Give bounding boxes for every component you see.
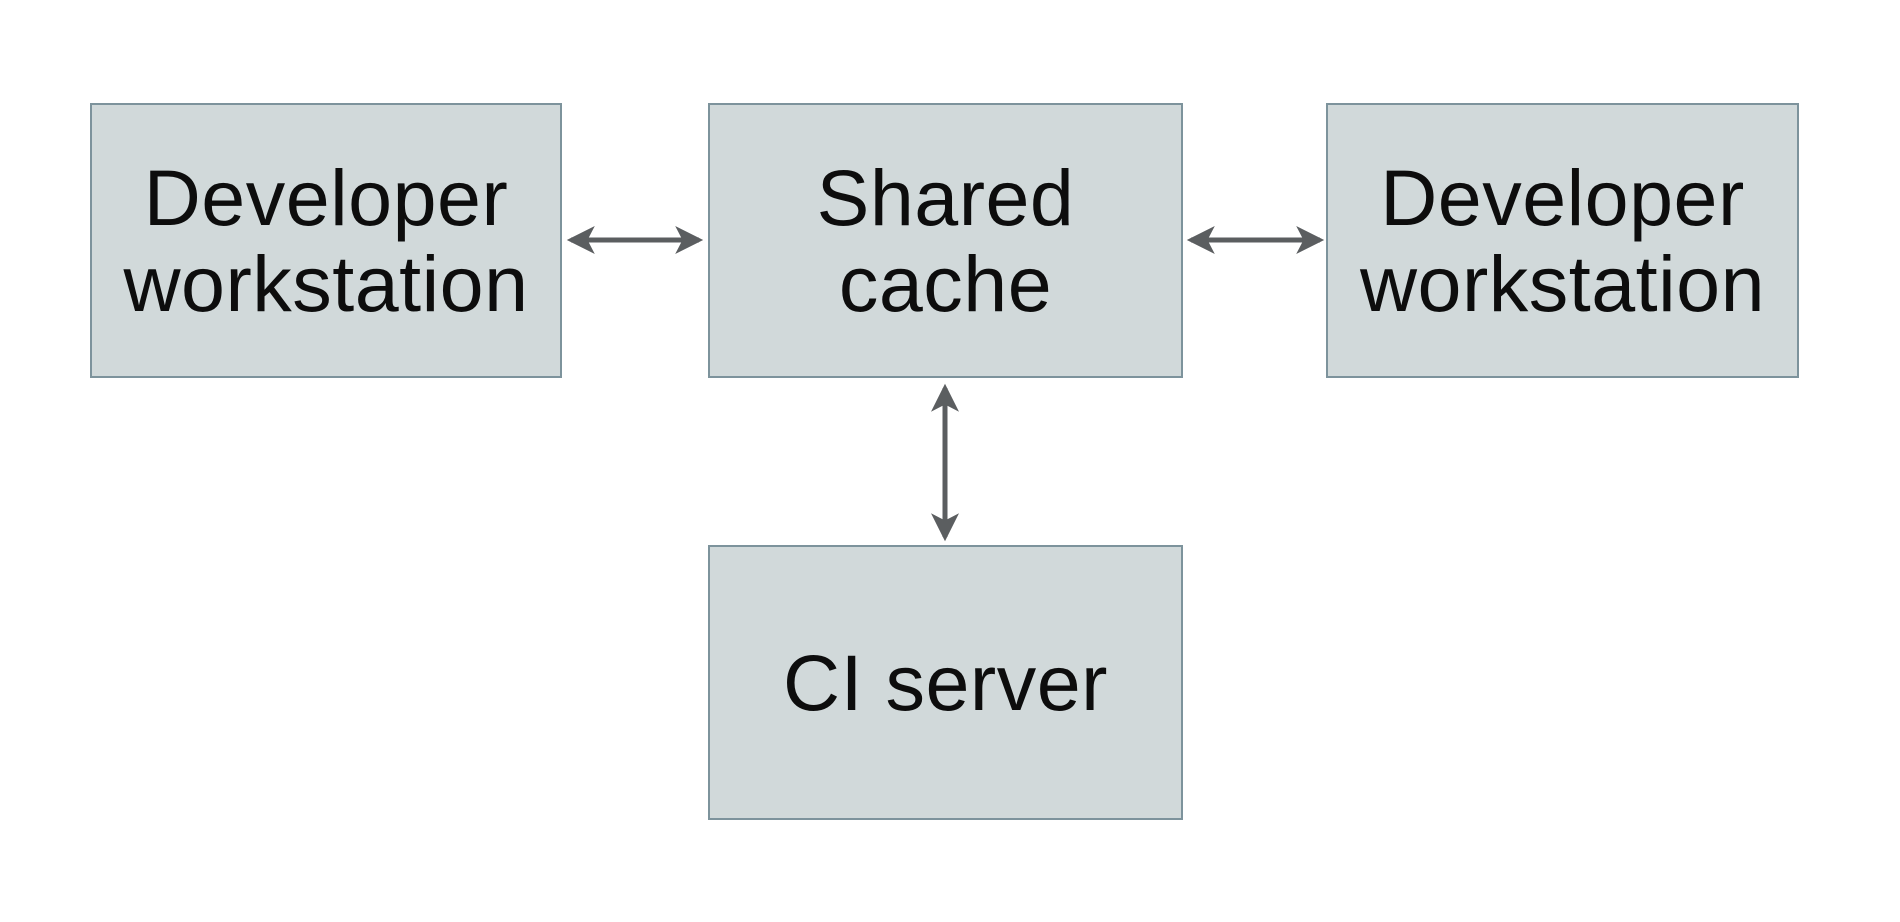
node-label-line: Shared [816, 153, 1075, 243]
node-label-line: workstation [1359, 238, 1766, 328]
node-developer-workstation-left: Developer workstation [90, 103, 562, 378]
node-label-line: workstation [123, 238, 529, 328]
node-label-line: CI server [783, 637, 1108, 727]
node-label-line: Developer [143, 153, 509, 243]
node-label-line: cache [838, 238, 1053, 328]
node-ci-server: CI server [708, 545, 1183, 820]
node-label-line: Developer [1380, 153, 1745, 243]
node-developer-workstation-right: Developer workstation [1326, 103, 1799, 378]
node-shared-cache: Shared cache [708, 103, 1183, 378]
